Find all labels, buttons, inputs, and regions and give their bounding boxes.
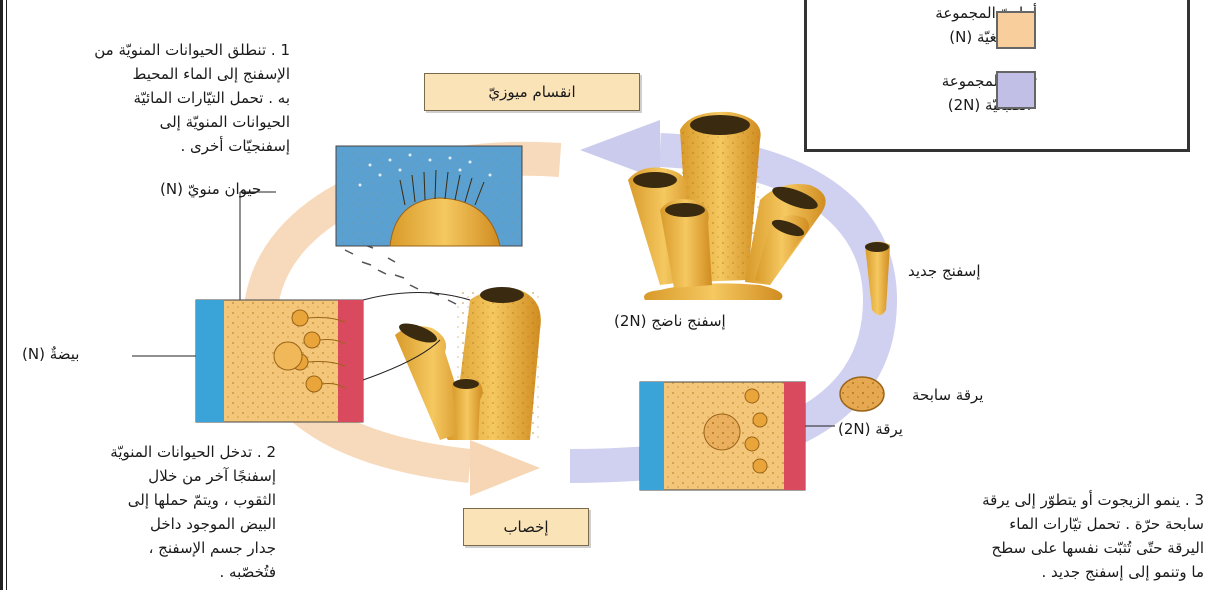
body-wall-larva-panel — [640, 382, 805, 490]
larva-label: يرقة (2N) — [838, 420, 903, 438]
sperm-cells — [345, 245, 456, 304]
new-sponge-label: إسفنج جديد — [908, 262, 981, 280]
step-1-text: 1 . تنطلق الحيوانات المنويّة من الإسفنج … — [8, 38, 290, 158]
step-2-text: 2 . تدخل الحيوانات المنويّة إسفنجًا آخر … — [8, 440, 276, 584]
egg-label: بيضةٌ (N) — [22, 345, 79, 363]
sperm-release-panel — [336, 146, 522, 246]
female-sponge — [395, 287, 541, 440]
legend: أحاديّ المجموعة الصبغيّة (N) ثنائيّ المج… — [804, 0, 1190, 152]
adult-sponge-label: إسفنج ناضج (2N) — [614, 312, 726, 330]
swimming-larva — [840, 377, 884, 411]
legend-diploid-swatch — [996, 71, 1036, 109]
sperm-label: حيوان منويّ (N) — [160, 180, 261, 198]
fertilization-banner: إخصاب — [463, 508, 589, 546]
meiosis-banner: انقسام ميوزيّ — [424, 73, 640, 111]
step-3-text: 3 . ينمو الزيجوت أو يتطوّر إلى يرقة سابح… — [852, 488, 1204, 584]
body-wall-egg-panel — [196, 300, 363, 422]
swimming-larva-label: يرقة سابحة — [912, 386, 983, 404]
legend-haploid-swatch — [996, 11, 1036, 49]
